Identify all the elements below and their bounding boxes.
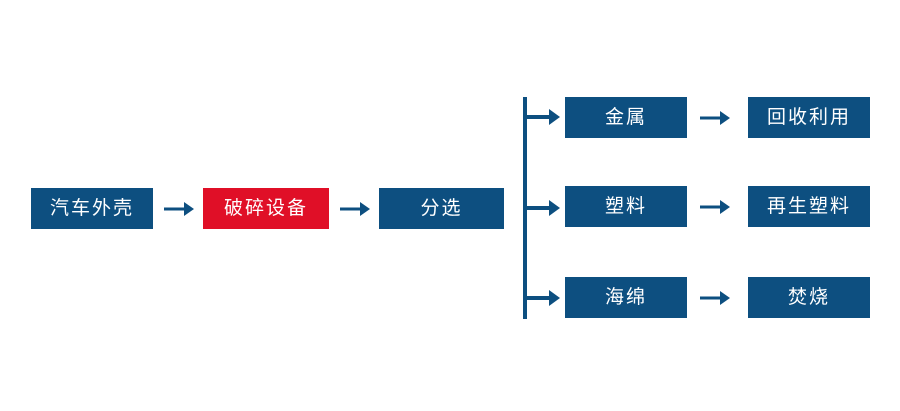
process-node-car-shell[interactable]: 汽车外壳 [31,188,153,229]
arrow-right-icon [162,194,196,224]
material-node-metal[interactable]: 金属 [565,97,687,138]
destination-node-incineration[interactable]: 焚烧 [748,277,870,318]
arrow-right-icon [698,283,732,313]
arrow-right-icon [698,103,732,133]
material-node-plastic[interactable]: 塑料 [565,186,687,227]
material-node-sponge[interactable]: 海绵 [565,277,687,318]
branch-arrow-icon-metal [523,103,563,131]
process-node-crushing-equipment[interactable]: 破碎设备 [203,188,329,229]
destination-node-recycled-plastic[interactable]: 再生塑料 [748,186,870,227]
branch-arrow-icon-sponge [523,284,563,312]
arrow-right-icon [338,194,372,224]
arrow-right-icon [698,192,732,222]
destination-node-recycling[interactable]: 回收利用 [748,97,870,138]
branch-arrow-icon-plastic [523,194,563,222]
process-node-sorting[interactable]: 分选 [379,188,504,229]
